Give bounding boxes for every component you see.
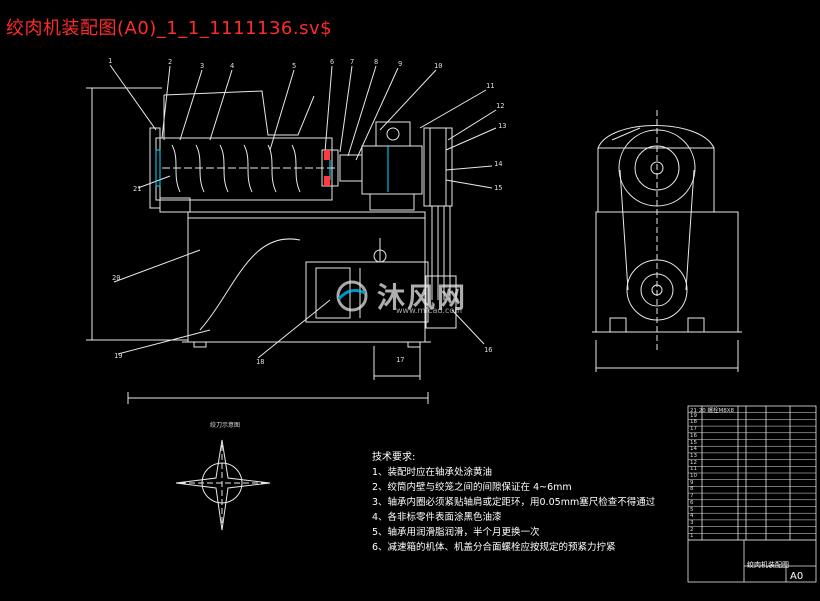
tech-requirement-3: 3、轴承内圈必须紧贴轴肩或定距环，用0.05mm塞尺检查不得通过 <box>372 497 656 508</box>
watermark: 沐风网 <box>333 276 467 316</box>
callout-21: 21 <box>133 185 142 193</box>
callout-2: 2 <box>168 58 173 66</box>
bom-row: 9 <box>690 479 694 486</box>
bom-row: 10 <box>690 473 697 479</box>
callout-8: 8 <box>374 58 379 66</box>
bom-row: 2 <box>690 526 694 533</box>
callout-18: 18 <box>256 358 265 366</box>
callout-7: 7 <box>350 58 355 66</box>
callout-5: 5 <box>292 62 297 70</box>
bom-row: 19 <box>690 412 697 419</box>
bom-row: 5 <box>690 506 694 513</box>
drawing-title: 绞肉机装配图(A0)_1_1_1111136.sv$ <box>6 18 333 39</box>
callout-6: 6 <box>330 58 335 66</box>
tech-requirement-1: 1、装配时应在轴承处涂黄油 <box>372 467 493 478</box>
bom-row: 1 <box>690 533 694 540</box>
detail-label: 绞刀示意图 <box>210 422 241 429</box>
callout-17: 17 <box>396 356 405 364</box>
callout-10: 10 <box>434 62 443 70</box>
callout-15: 15 <box>494 184 503 192</box>
bom-row: 21 20 螺栓M8X8 <box>690 408 735 414</box>
tech-requirement-4: 4、各非标零件表面涂黑色油漆 <box>372 512 502 523</box>
bom-row: 14 <box>690 446 697 453</box>
bom-row: 12 <box>690 459 697 466</box>
callout-9: 9 <box>398 60 403 68</box>
callout-13: 13 <box>498 122 507 130</box>
callout-16: 16 <box>484 346 493 354</box>
callout-20: 20 <box>112 274 121 282</box>
bom-row: 7 <box>690 493 694 500</box>
tech-requirement-5: 5、轴承用润滑脂润滑，半个月更换一次 <box>372 527 540 538</box>
watermark-logo-icon <box>336 280 368 312</box>
title-block-size: A0 <box>790 571 804 582</box>
tech-requirements-heading: 技术要求: <box>372 452 416 463</box>
callout-19: 19 <box>114 352 123 360</box>
bom-row: 17 <box>690 426 697 433</box>
bom-row: 6 <box>690 499 694 506</box>
bom-row: 11 <box>690 466 697 473</box>
bom-row: 8 <box>690 486 694 493</box>
bom-row: 18 <box>690 419 697 426</box>
callout-12: 12 <box>496 102 505 110</box>
watermark-text: 沐风网 <box>377 281 468 314</box>
title-block-name: 绞肉机装配图 <box>747 561 789 569</box>
bom-row: 15 <box>690 439 697 446</box>
callout-14: 14 <box>494 160 503 168</box>
callout-3: 3 <box>200 62 205 70</box>
callout-4: 4 <box>230 62 235 70</box>
bom-row: 13 <box>690 452 697 459</box>
bom-row: 16 <box>690 432 697 439</box>
tech-requirement-2: 2、绞筒内壁与绞笼之间的间隙保证在 4~6mm <box>372 482 572 493</box>
bom-row: 3 <box>690 519 694 526</box>
bom-row: 4 <box>690 513 694 520</box>
watermark-url: www.mfcad.com <box>396 306 463 315</box>
callout-11: 11 <box>486 82 495 90</box>
tech-requirement-6: 6、减速箱的机体、机盖分合面螺栓应按规定的预紧力拧紧 <box>372 542 616 553</box>
callout-1: 1 <box>108 57 113 65</box>
